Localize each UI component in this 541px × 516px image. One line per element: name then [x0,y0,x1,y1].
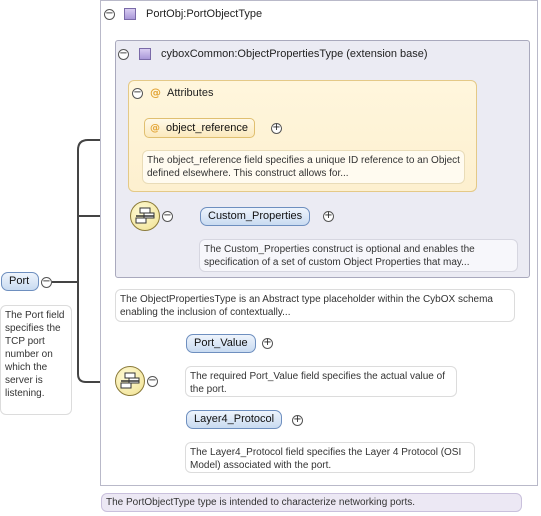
attribute-object-reference[interactable]: @ object_reference [144,118,255,138]
minus-circle-icon[interactable]: − [132,87,143,99]
custom-properties-doc: The Custom_Properties construct is optio… [199,239,518,272]
minus-circle-icon[interactable]: − [104,8,115,20]
minus-circle-icon[interactable]: − [41,276,52,288]
element-layer4-protocol[interactable]: Layer4_Protocol [186,410,283,429]
port-value-doc: The required Port_Value field specifies … [185,366,457,397]
plus-circle-icon[interactable]: + [292,414,303,426]
extension-label: cyboxCommon:ObjectPropertiesType (extens… [161,48,428,60]
minus-circle-icon[interactable]: − [162,210,173,222]
type-label: PortObj:PortObjectType [146,8,263,20]
element-port-value[interactable]: Port_Value [186,334,256,353]
sequence-compositor-icon [130,201,160,231]
plus-circle-icon[interactable]: + [271,122,282,134]
layer4-protocol-doc: The Layer4_Protocol field specifies the … [185,442,475,473]
attributes-label: Attributes [167,87,214,99]
minus-circle-icon[interactable]: − [147,375,158,387]
attribute-name: object_reference [166,122,248,134]
type-doc: The PortObjectType type is intended to c… [101,493,522,512]
plus-circle-icon[interactable]: + [323,210,334,222]
extension-doc: The ObjectPropertiesType is an Abstract … [115,289,515,322]
plus-circle-icon[interactable]: + [262,337,273,349]
complex-type-icon [139,48,151,60]
minus-circle-icon[interactable]: − [118,48,129,60]
sequence-compositor-icon [115,366,145,396]
attribute-doc: The object_reference field specifies a u… [142,150,465,184]
element-custom-properties[interactable]: Custom_Properties [200,207,311,226]
complex-type-icon [124,8,136,20]
attribute-at-icon: @ [150,123,160,134]
attribute-at-icon: @ [150,86,161,99]
element-port[interactable]: Port [1,272,39,291]
port-doc: The Port field specifies the TCP port nu… [0,305,72,415]
